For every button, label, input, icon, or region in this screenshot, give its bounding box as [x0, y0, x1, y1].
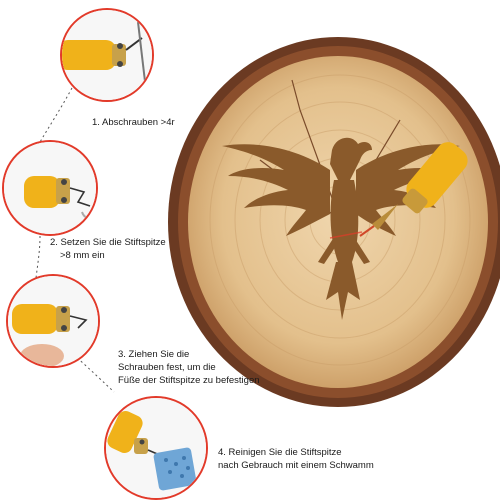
step-2-line-1: 2. Setzen Sie die Stiftspitze: [50, 237, 166, 248]
step-3-label: 3. Ziehen Sie die Schrauben fest, um die…: [118, 348, 260, 387]
unscrew-tool-icon: [62, 10, 152, 100]
insert-tip-icon: [4, 142, 96, 234]
clean-sponge-icon: [106, 398, 206, 498]
eagle-burn-design: [222, 137, 460, 320]
step-1-image: [60, 8, 154, 102]
step-3-line-1: 3. Ziehen Sie die: [118, 349, 190, 360]
step-1-label: 1. Abschrauben >4r: [92, 116, 175, 129]
step-4-image: [104, 396, 208, 500]
step-3-line-2: Schrauben fest, um die: [118, 362, 216, 373]
step-4-line-1: 4. Reinigen Sie die Stiftspitze: [218, 447, 342, 458]
step-2-image: [2, 140, 98, 236]
step-2-line-2: >8 mm ein: [60, 250, 105, 261]
burning-pen: [329, 142, 468, 239]
step-3-image: [6, 274, 100, 368]
tighten-screws-icon: [8, 276, 98, 366]
step-3-line-3: Füße der Stiftspitze zu befestigen: [118, 375, 260, 386]
step-4-line-2: nach Gebrauch mit einem Schwamm: [218, 460, 374, 471]
step-4-label: 4. Reinigen Sie die Stiftspitze nach Geb…: [218, 446, 374, 472]
step-1-line-1: 1. Abschrauben >4r: [92, 117, 175, 128]
step-2-label: 2. Setzen Sie die Stiftspitze >8 mm ein: [50, 236, 166, 262]
